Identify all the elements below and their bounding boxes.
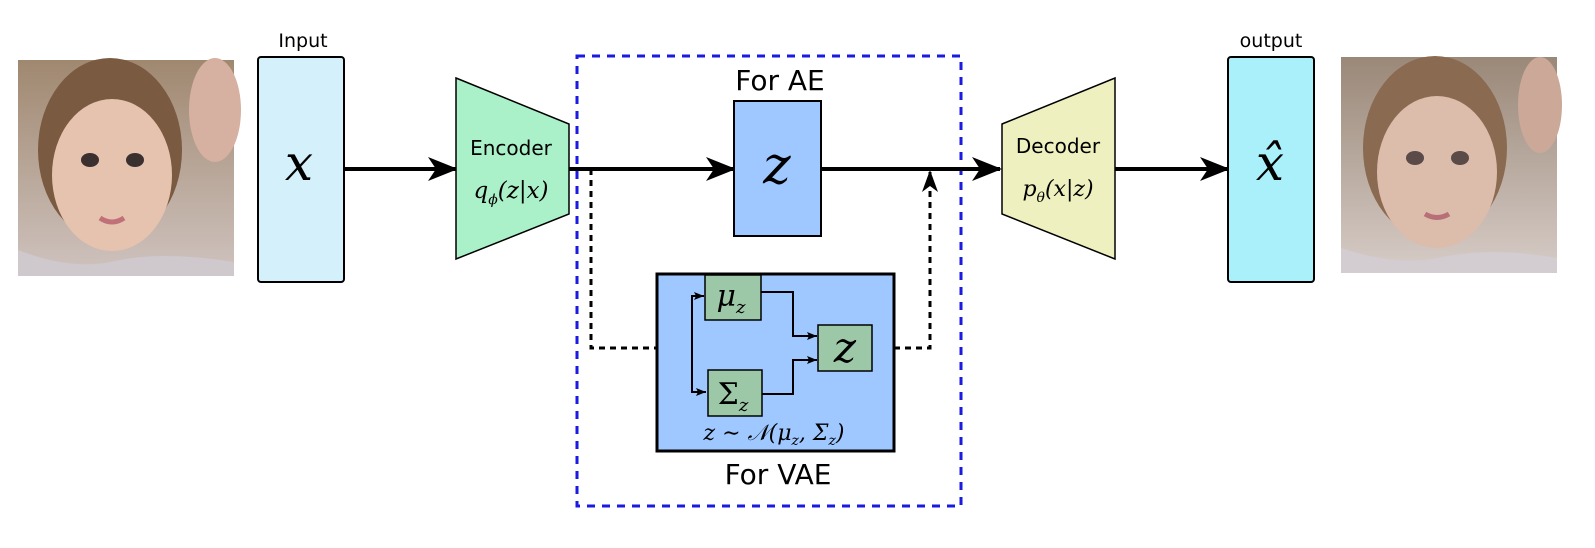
mu-symbol: μz [717,279,747,318]
input-label: Input [278,30,327,52]
encoder-label: Encoder [470,136,553,160]
mu-box [704,274,762,321]
ae-section-title: For AE [735,64,825,97]
vae-z-symbol: z [833,323,857,372]
latent-section-frame [575,54,963,508]
sampling-formula: z ∼ 𝒩(μz, Σz) [703,421,845,449]
decoder-label: Decoder [1016,134,1101,158]
connector-sigma-to-z [762,356,817,395]
vae-z-box [817,324,873,372]
sigma-symbol: Σz [718,377,749,416]
ae-latent-symbol: z [762,136,791,196]
connector-split-to-sigma [691,348,706,396]
encoder-formula: qϕ(z|x) [473,178,548,208]
input-face-image [18,58,241,276]
vae-block: μz Σz z z ∼ 𝒩(μz, Σz) [655,272,896,453]
sigma-box [707,369,763,417]
input-symbol: x [285,134,313,192]
vae-section-title: For VAE [725,458,832,491]
dashed-path-vae-to-decoder [872,170,938,350]
input-block: Input x [257,30,345,283]
encoder-trapezoid [455,76,570,261]
decoder-formula: pθ(x|z) [1022,177,1093,206]
output-label: output [1240,30,1303,52]
output-block: output x̂ [1227,30,1315,283]
encoder-block: Encoder qϕ(z|x) [455,76,570,261]
output-symbol: x̂ [1256,134,1284,192]
decoder-trapezoid [1001,76,1116,261]
connector-mu-to-z [761,291,817,340]
output-box [1227,56,1315,283]
connector-split-to-mu [691,292,704,348]
output-face-image [1341,56,1562,273]
ae-latent-block: z [733,100,822,237]
decoder-block: Decoder pθ(x|z) [1001,76,1116,261]
dashed-path-encoder-to-vae [589,169,686,356]
